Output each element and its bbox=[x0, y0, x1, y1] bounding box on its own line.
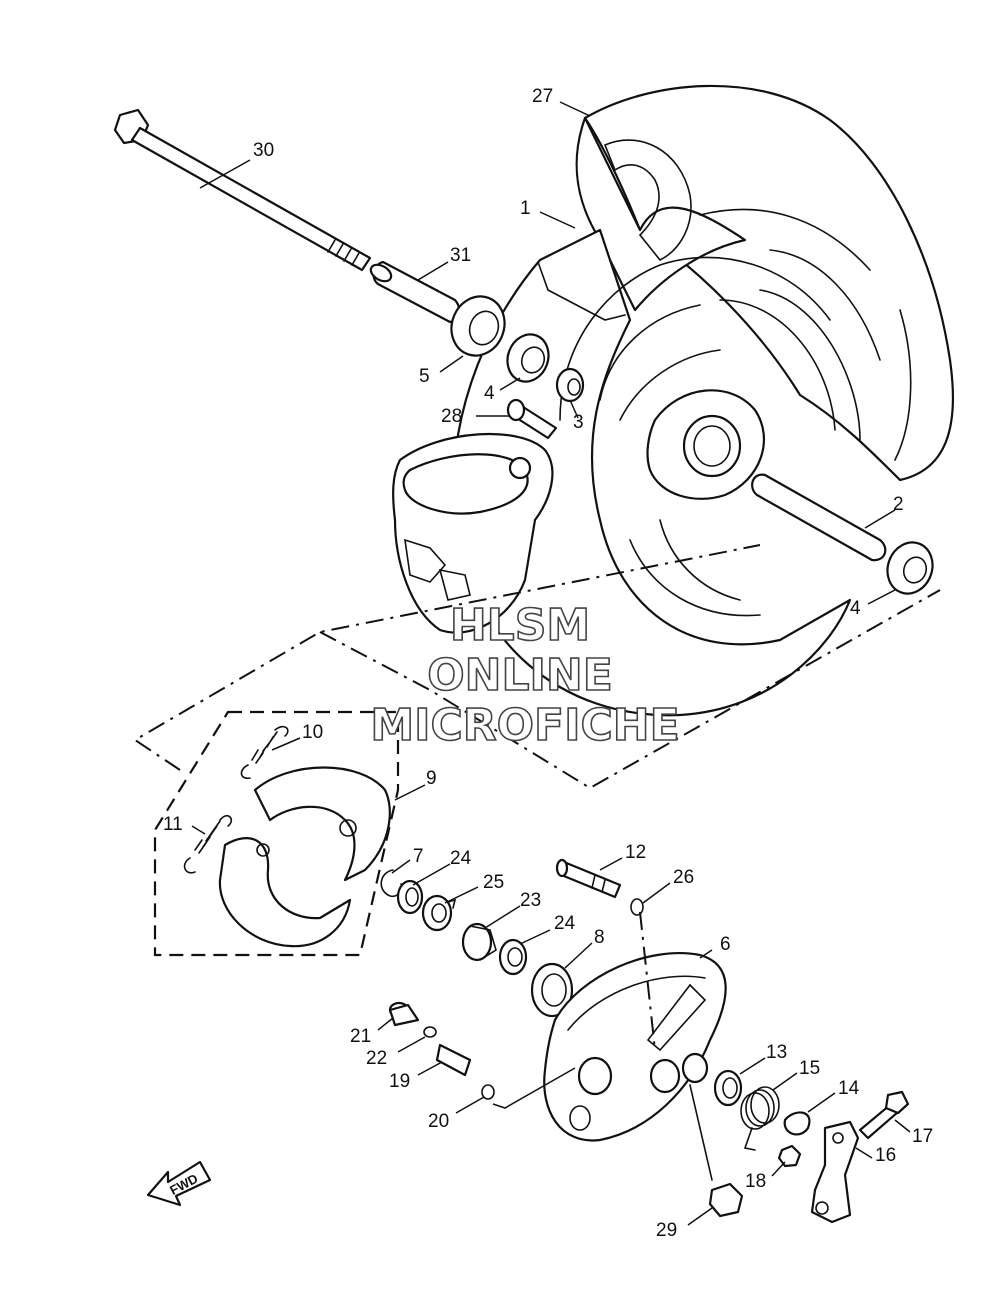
callout-27[interactable]: 27 bbox=[532, 86, 553, 107]
spacer-2[interactable] bbox=[751, 473, 887, 562]
callout-14[interactable]: 14 bbox=[838, 1078, 860, 1099]
o-ring-26[interactable] bbox=[630, 898, 644, 916]
callout-13[interactable]: 13 bbox=[766, 1042, 787, 1063]
callout-20[interactable]: 20 bbox=[428, 1111, 449, 1132]
collar-31[interactable] bbox=[368, 260, 461, 324]
o-ring-20[interactable] bbox=[481, 1084, 495, 1100]
brake-shoe-9[interactable] bbox=[218, 766, 391, 948]
callout-9[interactable]: 9 bbox=[426, 768, 437, 789]
bearing-4-lower[interactable] bbox=[880, 536, 939, 600]
watermark-line-1: HLSM bbox=[450, 600, 590, 651]
spring-10[interactable] bbox=[240, 725, 289, 780]
bolt-28[interactable] bbox=[506, 398, 558, 440]
watermark-line-2: ONLINE bbox=[427, 650, 613, 701]
wheel-rim[interactable] bbox=[452, 228, 861, 717]
assembly-line bbox=[319, 589, 941, 790]
spring-11[interactable] bbox=[183, 815, 233, 874]
camshaft-12[interactable] bbox=[555, 858, 622, 899]
oil-seal-8[interactable] bbox=[530, 962, 574, 1018]
callout-6[interactable]: 6 bbox=[720, 934, 731, 955]
callout-4-upper[interactable]: 4 bbox=[484, 383, 495, 404]
callouts: 27 30 1 31 5 4 3 28 2 4 10 9 11 7 24 25 … bbox=[163, 86, 933, 1241]
camshaft-lever-16[interactable] bbox=[810, 1120, 860, 1224]
callout-12[interactable]: 12 bbox=[625, 842, 646, 863]
leader-lines bbox=[191, 101, 911, 1226]
callout-25[interactable]: 25 bbox=[483, 872, 504, 893]
callout-3[interactable]: 3 bbox=[573, 412, 584, 433]
callout-29[interactable]: 29 bbox=[656, 1220, 677, 1241]
callout-7[interactable]: 7 bbox=[413, 846, 424, 867]
callout-30[interactable]: 30 bbox=[253, 140, 274, 161]
callout-16[interactable]: 16 bbox=[875, 1145, 896, 1166]
callout-24-lower[interactable]: 24 bbox=[554, 913, 576, 934]
callout-8[interactable]: 8 bbox=[594, 927, 605, 948]
callout-22[interactable]: 22 bbox=[366, 1048, 387, 1069]
callout-21[interactable]: 21 bbox=[350, 1026, 371, 1047]
callout-23[interactable]: 23 bbox=[520, 890, 541, 911]
callout-31[interactable]: 31 bbox=[450, 245, 471, 266]
hub-drum[interactable] bbox=[392, 432, 554, 634]
callout-24-upper[interactable]: 24 bbox=[450, 848, 472, 869]
return-spring-15[interactable] bbox=[740, 1086, 780, 1151]
bearing-4-upper[interactable] bbox=[501, 329, 555, 388]
washer-24-lower[interactable] bbox=[498, 938, 528, 976]
callout-19[interactable]: 19 bbox=[389, 1071, 410, 1092]
fwd-arrow-icon: FWD bbox=[146, 1160, 212, 1207]
bolt-17[interactable] bbox=[858, 1090, 910, 1140]
o-ring-22[interactable] bbox=[423, 1026, 437, 1038]
watermark-line-3: MICROFICHE bbox=[370, 700, 679, 751]
callout-18[interactable]: 18 bbox=[745, 1171, 766, 1192]
callout-11[interactable]: 11 bbox=[163, 814, 183, 835]
assembly-line bbox=[133, 544, 761, 771]
gear-19[interactable] bbox=[435, 1043, 472, 1077]
axle-30[interactable] bbox=[113, 108, 372, 272]
tire[interactable] bbox=[575, 84, 954, 482]
seal-13[interactable] bbox=[713, 1069, 743, 1107]
callout-17[interactable]: 17 bbox=[912, 1126, 933, 1147]
callout-4-lower[interactable]: 4 bbox=[850, 598, 861, 619]
indicator-plate-14[interactable] bbox=[783, 1111, 811, 1136]
callout-10[interactable]: 10 bbox=[302, 722, 323, 743]
watermark: HLSM ONLINE MICROFICHE bbox=[370, 599, 681, 752]
washer-25[interactable] bbox=[421, 894, 457, 932]
callout-15[interactable]: 15 bbox=[799, 1058, 820, 1079]
sleeve-21[interactable] bbox=[388, 1001, 420, 1027]
nut-29[interactable] bbox=[689, 1084, 744, 1218]
callout-26[interactable]: 26 bbox=[673, 867, 694, 888]
oil-seal-5[interactable] bbox=[443, 289, 512, 363]
fwd-label: FWD bbox=[167, 1171, 200, 1198]
callout-28[interactable]: 28 bbox=[441, 406, 462, 427]
callout-2[interactable]: 2 bbox=[893, 494, 904, 515]
gear-23[interactable] bbox=[461, 922, 497, 962]
collar-3[interactable] bbox=[555, 367, 585, 403]
callout-1[interactable]: 1 bbox=[520, 198, 531, 219]
washer-24-upper[interactable] bbox=[396, 879, 424, 915]
brake-plate-6[interactable] bbox=[543, 911, 727, 1142]
nut-18[interactable] bbox=[777, 1144, 802, 1168]
callout-5[interactable]: 5 bbox=[419, 366, 430, 387]
